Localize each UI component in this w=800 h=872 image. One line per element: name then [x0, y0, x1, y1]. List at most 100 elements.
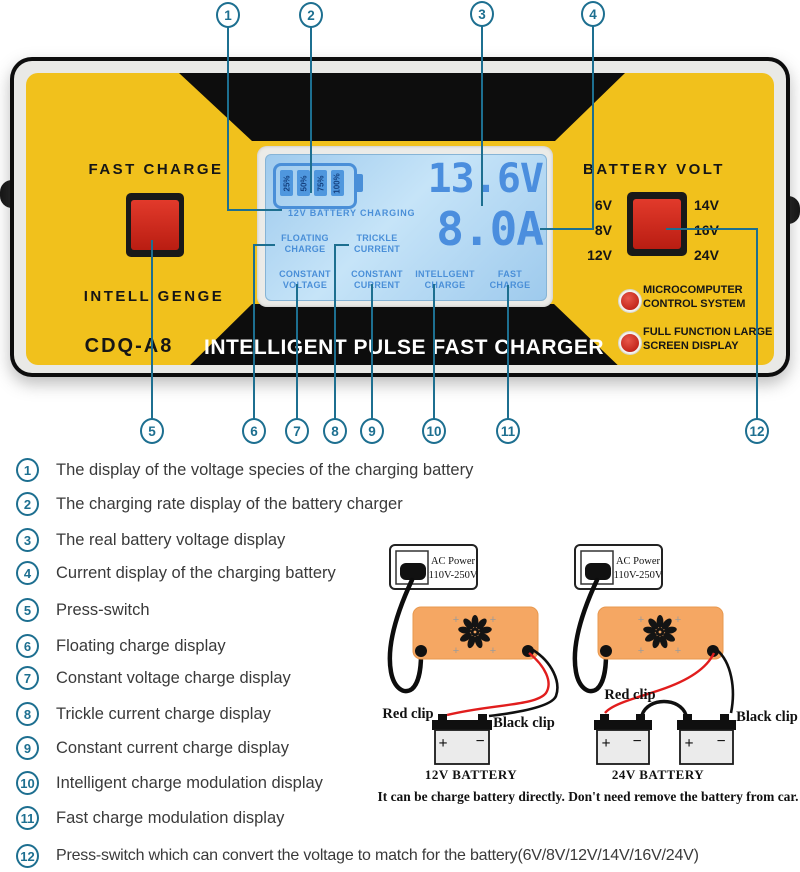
minus-mark: −	[475, 733, 484, 750]
plug-icon	[400, 563, 426, 580]
black-clip-label: Black clip	[736, 709, 798, 725]
callout-11: 11	[496, 418, 520, 444]
wiring-24v-unit: AC Power 110V-250V + + + +	[572, 544, 798, 782]
battery-volt-button-bezel	[627, 192, 687, 256]
lcd-bezel: 25% 50% 75% 100% 12V BATTERY CHARGING FL…	[257, 146, 553, 307]
battery1-label: 12V BATTERY	[425, 767, 517, 782]
terminal-right	[707, 645, 719, 657]
callout-10: 10	[422, 418, 446, 444]
fast-charge-label: FAST CHARGE	[88, 161, 224, 178]
lcd-status-text: 12V BATTERY CHARGING	[288, 208, 416, 218]
callout-8: 8	[323, 418, 347, 444]
volt-14v: 14V	[694, 197, 719, 213]
red-clip-label: Red clip	[604, 687, 655, 703]
volt-24v: 24V	[694, 247, 719, 263]
svg-text:+: +	[453, 614, 459, 626]
voltage-readout: 13.6V	[427, 156, 544, 202]
terminal-left	[415, 645, 427, 657]
callout-3: 3	[470, 1, 494, 27]
svg-text:+: +	[490, 645, 496, 657]
wiring-12v-unit: AC Power 110V-250V ++ ++	[382, 544, 559, 782]
led-screen-display-label: FULL FUNCTION LARGE SCREEN DISPLAY	[643, 326, 772, 353]
series-bridge-wire	[640, 699, 688, 716]
left-side-knob	[0, 180, 12, 208]
callout-2: 2	[299, 2, 323, 28]
red-wire	[446, 652, 550, 717]
led-screen-display	[619, 332, 641, 354]
callout-12: 12	[745, 418, 769, 444]
svg-text:+: +	[490, 614, 496, 626]
charger-face: INTELLIGENT PULSE FAST CHARGER FAST CHAR…	[26, 73, 774, 365]
svg-text:+: +	[638, 614, 644, 626]
callout-9: 9	[360, 418, 384, 444]
fast-charge-button	[131, 200, 179, 250]
svg-text:+: +	[453, 645, 459, 657]
callout-5: 5	[140, 418, 164, 444]
power-cable	[387, 577, 424, 694]
black-wire	[488, 648, 559, 718]
screw-marks: ++ ++	[638, 614, 681, 657]
fan-icon	[458, 615, 492, 649]
led-microcomputer-label: MICROCOMPUTER CONTROL SYSTEM	[643, 284, 745, 311]
volt-column-right: 14V 16V 24V	[694, 197, 744, 272]
callout-6: 6	[242, 418, 266, 444]
battery-volt-label: BATTERY VOLT	[583, 161, 725, 178]
outlet-label-2: 110V-250V	[429, 570, 478, 581]
fast-charge-button-bezel	[126, 193, 184, 257]
lcd-digits: 13.6V 8.0A	[427, 155, 544, 256]
callout-1: 1	[216, 2, 240, 28]
plus-mark: +	[601, 735, 610, 752]
leader-lines	[151, 26, 758, 419]
volt-column-left: 6V 8V 12V	[562, 197, 612, 272]
battery2-label: 24V BATTERY	[612, 767, 704, 782]
volt-8v: 8V	[594, 222, 612, 238]
battery-charger: INTELLIGENT PULSE FAST CHARGER FAST CHAR…	[10, 57, 790, 377]
volt-6v: 6V	[594, 197, 612, 213]
svg-text:+: +	[638, 645, 644, 657]
callout-7: 7	[285, 418, 309, 444]
battery-top	[432, 720, 492, 730]
plug-icon	[585, 563, 611, 580]
outlet-label-2: 110V-250V	[614, 570, 663, 581]
wiring-caption: It can be charge battery directly. Don't…	[378, 789, 799, 804]
battery-icon-nub	[354, 174, 363, 192]
bottom-black-band	[182, 304, 626, 365]
battery-body	[596, 729, 650, 765]
plus-mark: +	[684, 735, 693, 752]
right-side-knob	[788, 196, 800, 224]
led1-line1: MICROCOMPUTER	[643, 284, 743, 296]
black-wire	[716, 649, 735, 714]
black-clip-label: Black clip	[493, 715, 555, 731]
power-cable	[572, 577, 609, 694]
svg-text:+: +	[675, 614, 681, 626]
minus-mark: −	[632, 733, 641, 750]
top-black-band	[179, 73, 625, 141]
fan-icon	[643, 615, 677, 649]
model-label: CDQ-A8	[84, 335, 174, 357]
banner-text: INTELLIGENT PULSE FAST CHARGER	[203, 336, 604, 359]
current-readout: 8.0A	[436, 202, 544, 256]
minus-mark: −	[716, 733, 725, 750]
terminal-left	[600, 645, 612, 657]
led2-line2: SCREEN DISPLAY	[643, 339, 739, 352]
red-wire	[604, 652, 716, 714]
volt-12v: 12V	[587, 247, 612, 263]
outlet-label-1: AC Power	[616, 556, 661, 567]
